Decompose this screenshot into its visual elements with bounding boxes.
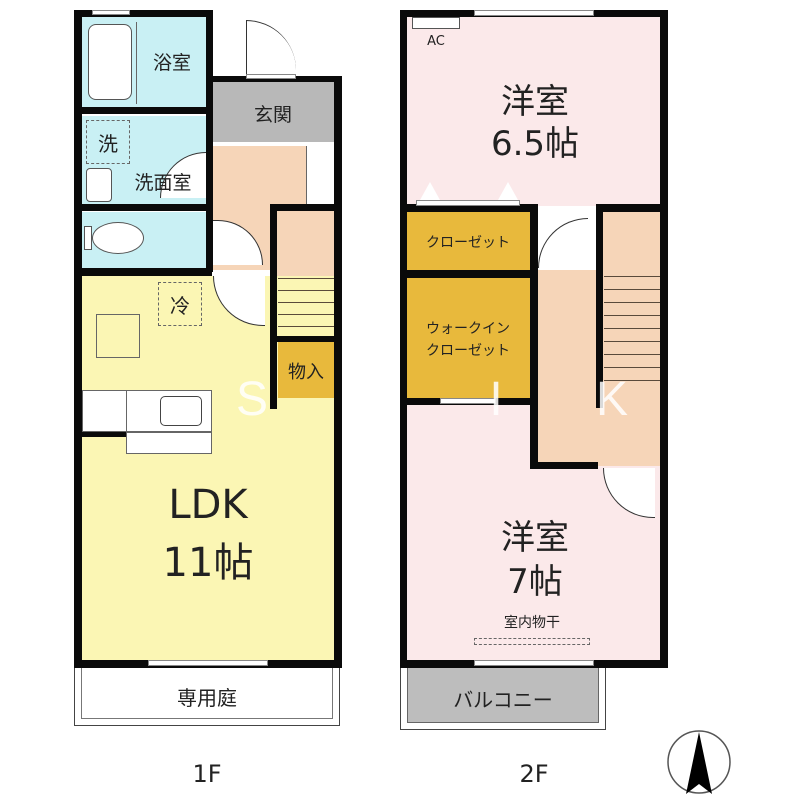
north-arrow-icon — [664, 726, 734, 796]
washroom-label: 洗面室 — [134, 172, 192, 194]
fridge-label: 冷 — [170, 294, 190, 318]
window — [474, 660, 594, 666]
entrance — [212, 82, 334, 142]
ldk-size: 11帖 — [162, 540, 254, 586]
kitchen-sink-icon — [160, 396, 202, 426]
floor-label-1f: 1F — [192, 760, 222, 788]
window — [148, 660, 268, 666]
garden — [74, 666, 340, 726]
storage-label: 物入 — [288, 362, 324, 383]
staircase — [278, 270, 334, 336]
toilet — [92, 222, 144, 254]
washer-space — [86, 120, 130, 164]
western2-label: 洋室 — [501, 518, 569, 558]
room2-door[interactable] — [603, 468, 655, 518]
walkin-label-2: クローゼット — [426, 343, 510, 359]
shoe-area — [306, 146, 334, 204]
window — [92, 10, 130, 15]
watermark: S U I K A — [236, 373, 791, 426]
western1-label: 洋室 — [501, 82, 569, 122]
bath-label: 浴室 — [152, 52, 191, 74]
cabinet — [96, 314, 140, 358]
walkin-label-1: ウォークイン — [426, 321, 510, 337]
closet-room — [406, 212, 530, 270]
balcony-label: バルコニー — [453, 688, 553, 712]
room1-door[interactable] — [538, 218, 588, 268]
floor-1f: 洗 冷 浴室 玄関 洗面室 物入 LDK 11帖 専用庭 1F — [0, 0, 360, 800]
drying-label: 室内物干 — [504, 615, 560, 631]
entrance-label: 玄関 — [253, 104, 292, 126]
ac-label: AC — [427, 34, 445, 49]
bathtub — [88, 24, 132, 100]
balcony — [400, 666, 606, 730]
storage-room — [278, 342, 334, 398]
western1-size: 6.5帖 — [490, 124, 580, 164]
western-room-1 — [406, 16, 660, 206]
closet-label: クローゼット — [426, 235, 510, 251]
entrance-door[interactable] — [246, 20, 296, 76]
hall-2f — [536, 270, 660, 466]
ac-unit — [412, 17, 460, 29]
window — [474, 10, 594, 16]
wash-basin — [86, 168, 112, 202]
drying-rail — [474, 638, 590, 645]
western2-size: 7帖 — [507, 562, 563, 602]
fridge-space — [158, 282, 202, 326]
western-room-2 — [406, 400, 660, 660]
washer-label: 洗 — [98, 132, 118, 156]
floor-label-2f: 2F — [519, 760, 549, 788]
ldk-label: LDK — [168, 482, 248, 528]
garden-label: 専用庭 — [177, 686, 237, 710]
